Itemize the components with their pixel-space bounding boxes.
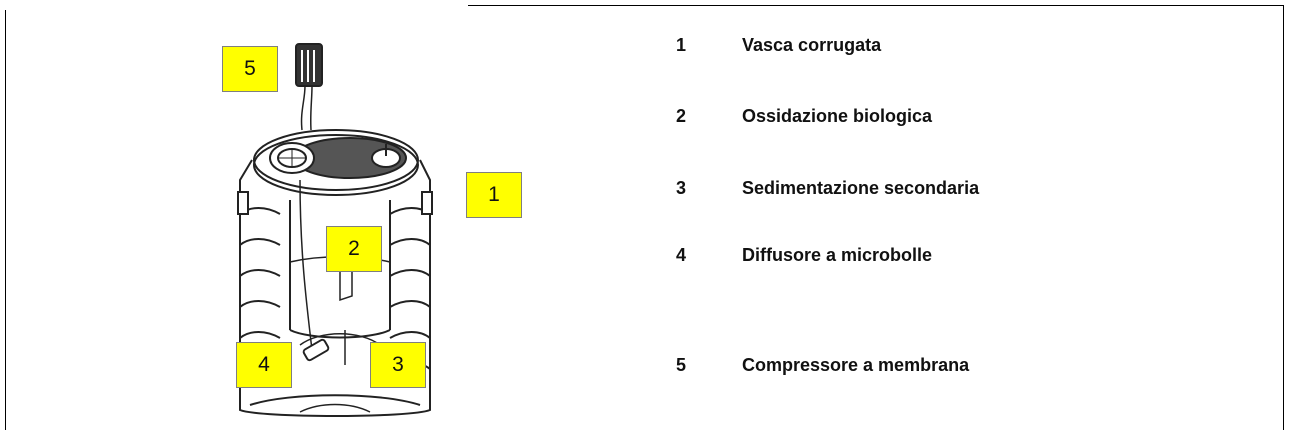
legend-item: 4 Diffusore a microbolle [676,240,932,270]
legend-label: Compressore a membrana [742,354,970,375]
compressor-drawing [295,43,323,131]
legend-item: 2 Ossidazione biologica [676,101,932,131]
callout-5: 5 [222,46,278,92]
callout-2-number: 2 [348,237,360,260]
callout-5-number: 5 [244,57,256,80]
legend-label: Vasca corrugata [742,34,882,55]
callout-4-number: 4 [258,353,270,376]
legend-label: Diffusore a microbolle [742,244,933,265]
frame-right-border [1283,5,1284,430]
legend-label: Sedimentazione secondaria [742,177,980,198]
frame-top-border [468,5,1283,6]
legend-number: 2 [676,105,687,126]
tank-lid [253,129,419,196]
callout-1-number: 1 [488,183,500,206]
legend-number: 5 [676,354,687,375]
legend-number: 4 [676,244,687,265]
legend-item: 3 Sedimentazione secondaria [676,173,979,203]
callout-2: 2 [326,226,382,272]
legend-item: 5 Compressore a membrana [676,350,969,380]
callout-1: 1 [466,172,522,218]
legend-number: 3 [676,177,687,198]
frame-left-border [5,10,6,430]
septic-tank-diagram [237,43,433,417]
callout-3: 3 [370,342,426,388]
legend-item: 1 Vasca corrugata [676,30,881,60]
callout-4: 4 [236,342,292,388]
callout-3-number: 3 [392,353,404,376]
legend-number: 1 [676,34,687,55]
legend-label: Ossidazione biologica [742,105,933,126]
diffuser-drawing [299,179,330,362]
